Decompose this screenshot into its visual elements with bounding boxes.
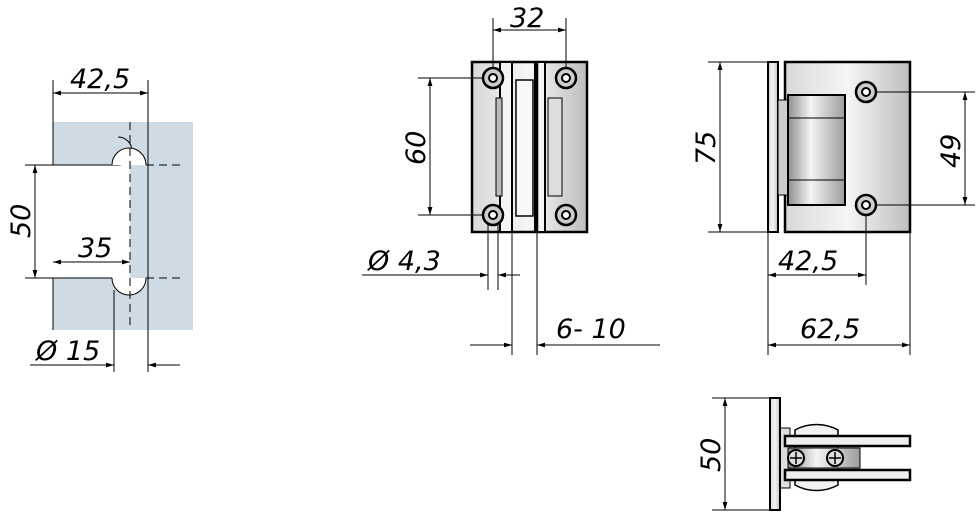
dim-total-width: 62,5: [800, 314, 860, 345]
dim-glass-width: 42,5: [70, 64, 130, 95]
dim-slot-diameter: Ø 15: [35, 336, 100, 367]
screw-hole: [554, 66, 578, 90]
screw-hole: [481, 66, 505, 90]
screw-icon: [787, 449, 805, 467]
screw-icon: [826, 449, 844, 467]
hinge-top-view: 50: [696, 397, 912, 511]
screw-hole: [481, 203, 505, 227]
hinge-side-view: 75 49 42,5 62,5: [691, 60, 975, 355]
screw-hole: [854, 80, 878, 104]
dim-hinge-depth: 50: [696, 438, 727, 472]
screw-hole: [554, 203, 578, 227]
dim-hole-spacing-h: 32: [510, 3, 544, 34]
glass-notch: [40, 165, 130, 278]
dim-glass-thickness: 6- 10: [556, 314, 626, 345]
dim-hole-offset: 42,5: [778, 246, 838, 277]
dim-hole-spacing-v: 60: [401, 131, 432, 165]
screw-hole: [854, 193, 878, 217]
hinge-front-view: 32 60 Ø 4,3 6- 10: [362, 3, 660, 355]
dim-side-hole-spacing: 49: [936, 134, 967, 168]
dim-hinge-height: 75: [691, 131, 722, 165]
dim-hole-diameter: Ø 4,3: [367, 246, 441, 277]
dim-slot-depth: 35: [78, 233, 112, 264]
dim-slot-spacing: 50: [6, 204, 37, 238]
glass-cutout-view: 42,5 50 35 Ø 15: [6, 64, 193, 372]
